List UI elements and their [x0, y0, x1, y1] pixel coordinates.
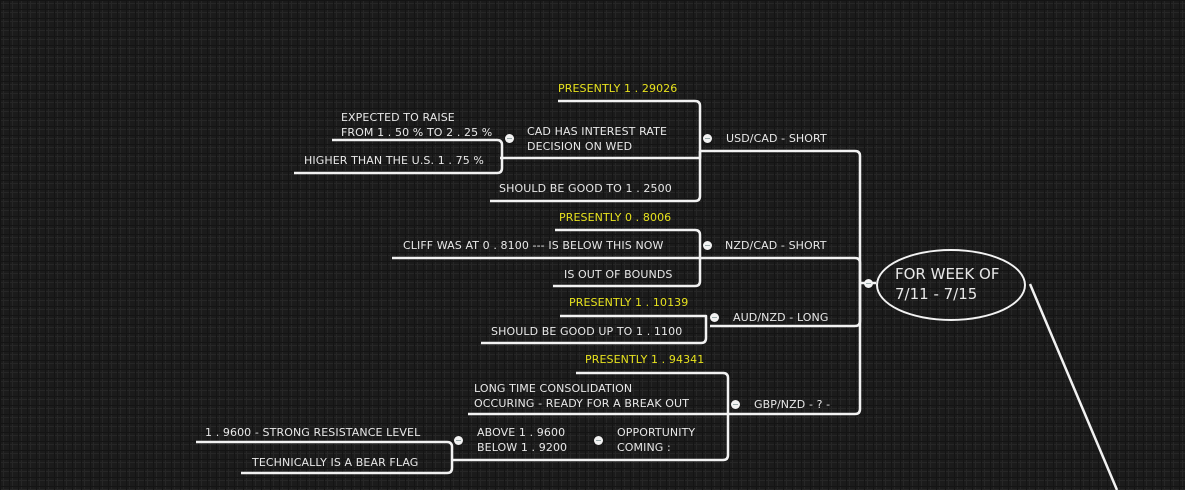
gbpnzd-levels-line2: BELOW 1 . 9200 — [477, 441, 568, 454]
connector-levels-bearflag — [241, 460, 454, 475]
collapse-toggle-opportunity[interactable] — [594, 436, 603, 445]
gbpnzd-bear-flag[interactable]: TECHNICALLY IS A BEAR FLAG — [252, 456, 419, 469]
collapse-toggle-levels[interactable] — [454, 436, 463, 445]
audnzd-target[interactable]: SHOULD BE GOOD UP TO 1 . 1100 — [491, 325, 683, 338]
connector-gbpnzd-presently — [576, 371, 730, 414]
connector-gbpnzd-opportunity — [452, 414, 730, 462]
gbpnzd-resistance[interactable]: 1 . 9600 - STRONG RESISTANCE LEVEL — [205, 426, 421, 439]
usdcad-target[interactable]: SHOULD BE GOOD TO 1 . 2500 — [499, 182, 672, 195]
connector-spine-gbpnzd — [728, 283, 862, 416]
usdcad-expected-line2: FROM 1 . 50 % TO 2 . 25 % — [341, 126, 493, 139]
collapse-toggle-gbpnzd[interactable] — [731, 400, 740, 409]
connector-spine-nzdcad — [700, 256, 862, 283]
connector-spine-usdcad — [700, 149, 862, 283]
nzdcad-presently[interactable]: PRESENTLY 0 . 8006 — [559, 211, 672, 224]
collapse-toggle-usdcad[interactable] — [703, 134, 712, 143]
collapse-toggle-root[interactable] — [864, 279, 873, 288]
gbpnzd-consolidation-node[interactable]: LONG TIME CONSOLIDATION OCCURING - READY… — [474, 381, 689, 411]
audnzd-presently[interactable]: PRESENTLY 1 . 10139 — [569, 296, 689, 309]
usdcad-higher[interactable]: HIGHER THAN THE U.S. 1 . 75 % — [304, 154, 484, 167]
usdcad-presently[interactable]: PRESENTLY 1 . 29026 — [558, 82, 678, 95]
usdcad-interest-line1: CAD HAS INTEREST RATE — [527, 125, 668, 138]
gbpnzd-consolidation-line1: LONG TIME CONSOLIDATION — [474, 382, 633, 395]
connector-nzdcad-bounds — [553, 258, 702, 288]
connector-audnzd-target — [481, 326, 708, 345]
usdcad-expected-node[interactable]: EXPECTED TO RAISE FROM 1 . 50 % TO 2 . 2… — [341, 110, 492, 140]
nzdcad-bounds[interactable]: IS OUT OF BOUNDS — [564, 268, 673, 281]
root-node-label: FOR WEEK OF 7/11 - 7/15 — [895, 264, 999, 304]
root-node[interactable] — [876, 249, 1026, 321]
connector-usdcad-target — [490, 151, 702, 203]
usdcad-interest-node[interactable]: CAD HAS INTEREST RATE DECISION ON WED — [527, 124, 667, 154]
branch-gbpnzd-label[interactable]: GBP/NZD - ? - — [754, 398, 831, 411]
connector-nzdcad-presently — [555, 228, 702, 258]
branch-nzdcad-label[interactable]: NZD/CAD - SHORT — [725, 239, 827, 252]
root-date-range: 7/11 - 7/15 — [895, 285, 978, 303]
gbpnzd-opportunity-node[interactable]: OPPORTUNITY COMING : — [617, 425, 695, 455]
collapse-toggle-audnzd[interactable] — [710, 313, 719, 322]
usdcad-expected-line1: EXPECTED TO RAISE — [341, 111, 455, 124]
connector-usdcad-presently — [558, 99, 702, 151]
nzdcad-cliff[interactable]: CLIFF WAS AT 0 . 8100 --- IS BELOW THIS … — [403, 239, 664, 252]
connector-audnzd-presently — [560, 314, 708, 326]
connector-levels-resistance — [196, 440, 454, 460]
collapse-toggle-nzdcad[interactable] — [703, 241, 712, 250]
branch-audnzd-label[interactable]: AUD/NZD - LONG — [733, 311, 829, 324]
connector-interest-expected — [332, 138, 504, 158]
connector-root-down — [1028, 283, 1119, 490]
branch-usdcad-label[interactable]: USD/CAD - SHORT — [726, 132, 827, 145]
connector-interest-higher — [294, 158, 504, 175]
root-title: FOR WEEK OF — [895, 265, 1000, 283]
gbpnzd-consolidation-line2: OCCURING - READY FOR A BREAK OUT — [474, 397, 690, 410]
gbpnzd-levels-line1: ABOVE 1 . 9600 — [477, 426, 566, 439]
usdcad-interest-line2: DECISION ON WED — [527, 140, 633, 153]
gbpnzd-presently[interactable]: PRESENTLY 1 . 94341 — [585, 353, 705, 366]
gbpnzd-levels-node[interactable]: ABOVE 1 . 9600 BELOW 1 . 9200 — [477, 425, 567, 455]
gbpnzd-opportunity-line2: COMING : — [617, 441, 671, 454]
collapse-toggle-cad-interest[interactable] — [505, 134, 514, 143]
gbpnzd-opportunity-line1: OPPORTUNITY — [617, 426, 696, 439]
